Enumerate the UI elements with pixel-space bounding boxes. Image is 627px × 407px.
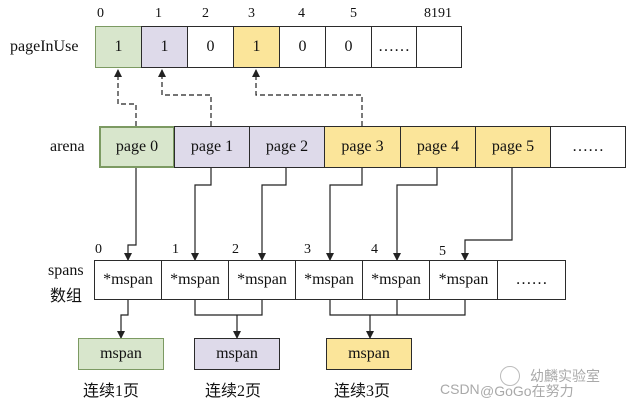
- arena-label: arena: [50, 138, 85, 155]
- spans-index-0: 0: [95, 242, 102, 257]
- arrow-page0-span0: [124, 167, 137, 261]
- page-in-use-index-5: 5: [350, 6, 357, 21]
- arrow-page3-span3: [326, 167, 363, 261]
- page-in-use-index-0: 0: [97, 6, 104, 21]
- watermark-brand: 幼麟实验室: [530, 368, 600, 384]
- dashed-arrow-page1: [158, 69, 212, 126]
- spans-cell-1: *mspan: [161, 260, 229, 300]
- page-in-use-cell-4: 0: [279, 26, 326, 68]
- spans-cell-2: *mspan: [228, 260, 296, 300]
- page-in-use-cell-0: 1: [95, 26, 142, 68]
- dashed-arrow-page3: [252, 69, 363, 126]
- spans-cell-0: *mspan: [94, 260, 162, 300]
- mspan-caption-2: 连续2页: [205, 383, 262, 400]
- page-in-use-index-3: 3: [248, 6, 255, 21]
- page-in-use-cell-5: 0: [325, 26, 372, 68]
- spans-index-4: 4: [371, 242, 378, 257]
- spans-cell-3: *mspan: [295, 260, 363, 300]
- bracket-span3-5: [329, 300, 466, 316]
- mspan-caption-3: 连续3页: [334, 383, 391, 400]
- mspan-box-2: mspan: [194, 338, 280, 370]
- spans-index-5: 5: [439, 244, 446, 259]
- arena-page-0: page 0: [99, 126, 175, 168]
- spans-cell-ellipsis: ……: [497, 260, 566, 300]
- arena-page-3: page 3: [324, 126, 401, 168]
- page-in-use-label: pageInUse: [10, 38, 79, 55]
- arrow-span0-mspan1: [117, 300, 129, 339]
- arrow-page5-span3: [461, 167, 513, 261]
- page-in-use-cell-2: 0: [187, 26, 234, 68]
- page-in-use-index-4: 4: [298, 6, 305, 21]
- spans-index-1: 1: [172, 242, 179, 257]
- spans-index-2: 2: [232, 242, 239, 257]
- arena-page-ellipsis: ……: [550, 126, 626, 168]
- arrow-page1-span1: [191, 167, 212, 261]
- watermark-csdn: CSDN: [440, 381, 480, 397]
- spans-cell-4: *mspan: [362, 260, 430, 300]
- spans-label-array: 数组: [50, 288, 83, 305]
- spans-cell-5: *mspan: [429, 260, 498, 300]
- spans-label: spans: [48, 262, 84, 279]
- mspan-box-3: mspan: [326, 338, 412, 370]
- bracket-span1-2: [194, 300, 263, 316]
- page-in-use-cell-1: 1: [141, 26, 188, 68]
- mspan-box-1: mspan: [78, 338, 164, 370]
- dashed-arrow-page0: [114, 69, 137, 126]
- wechat-logo-icon: [500, 366, 520, 386]
- page-in-use-index-1: 1: [155, 6, 162, 21]
- page-in-use-cell-ellipsis: ……: [371, 26, 417, 68]
- arrow-page4-span3: [393, 167, 438, 261]
- watermark-account: @GoGo在努力: [480, 383, 574, 399]
- page-in-use-cell-3: 1: [233, 26, 280, 68]
- page-in-use-cell-8191: [416, 26, 462, 68]
- mspan-caption-1: 连续1页: [83, 383, 140, 400]
- arena-page-5: page 5: [475, 126, 551, 168]
- arena-page-1: page 1: [174, 126, 250, 168]
- arrow-page2-span1: [258, 167, 287, 261]
- page-in-use-index-8191: 8191: [424, 6, 452, 21]
- arena-page-2: page 2: [249, 126, 325, 168]
- page-in-use-index-2: 2: [202, 6, 209, 21]
- arena-page-4: page 4: [400, 126, 476, 168]
- spans-index-3: 3: [304, 242, 311, 257]
